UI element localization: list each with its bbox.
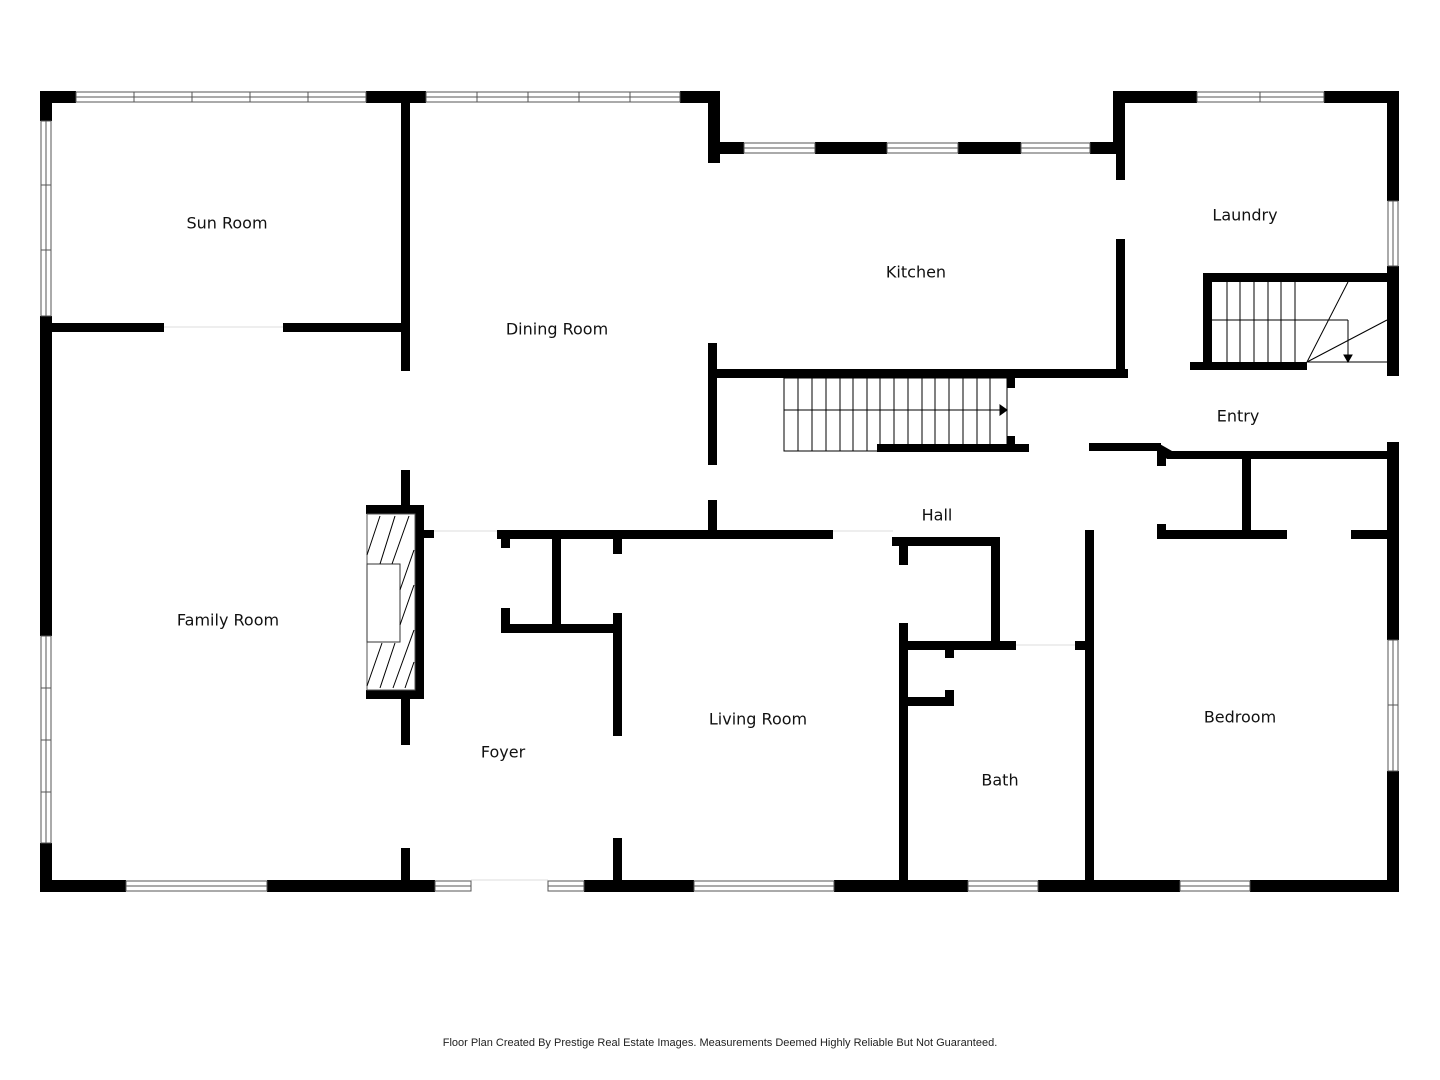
interior-walls (40, 91, 1399, 892)
disclaimer-footer: Floor Plan Created By Prestige Real Esta… (442, 1037, 998, 1049)
room-label-entry: Entry (1216, 406, 1260, 426)
hall-staircase (783, 377, 1008, 452)
room-label-hall: Hall (921, 505, 953, 525)
room-label-living-room: Living Room (708, 709, 808, 729)
room-label-family-room: Family Room (176, 610, 280, 630)
room-label-dining-room: Dining Room (505, 319, 609, 339)
room-label-laundry: Laundry (1212, 205, 1278, 225)
windows (40, 91, 1399, 892)
room-label-kitchen: Kitchen (885, 262, 947, 282)
room-label-sun-room: Sun Room (186, 213, 268, 233)
room-label-bath: Bath (981, 770, 1019, 790)
room-label-foyer: Foyer (480, 742, 526, 762)
laundry-staircase (1212, 281, 1388, 364)
exterior-walls (40, 91, 1399, 892)
fireplace (366, 513, 416, 691)
room-label-bedroom: Bedroom (1203, 707, 1277, 727)
